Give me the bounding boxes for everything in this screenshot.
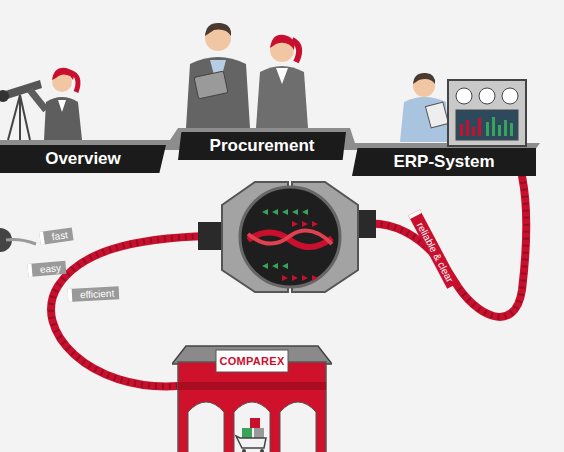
cable-tag: fast [39, 227, 74, 244]
man-with-clipboard [400, 73, 449, 142]
man-with-tablet [186, 23, 250, 128]
woman-with-telescope [0, 68, 82, 140]
monitoring-machine [448, 80, 526, 146]
left-hook [0, 228, 36, 252]
cable-tag: efficient [68, 286, 120, 302]
store-logo: COMPAREX [216, 351, 288, 371]
store-node: COMPAREX [172, 342, 332, 452]
red-cable [51, 176, 526, 386]
plug-body [198, 182, 376, 292]
cable-tag: easy [27, 261, 66, 277]
bar-title: Overview [45, 149, 121, 169]
bar-title: ERP-System [393, 152, 494, 172]
woman-standing [256, 35, 308, 128]
cable-texture [51, 176, 526, 386]
cable-tag: reliable & clear [408, 209, 459, 289]
label-bar: Overview [0, 145, 166, 173]
cable-line [51, 176, 526, 386]
label-bar: Procurement [178, 132, 346, 160]
label-bar: ERP-System [352, 148, 536, 176]
bar-title: Procurement [210, 136, 315, 156]
plug-arrows [248, 209, 332, 281]
